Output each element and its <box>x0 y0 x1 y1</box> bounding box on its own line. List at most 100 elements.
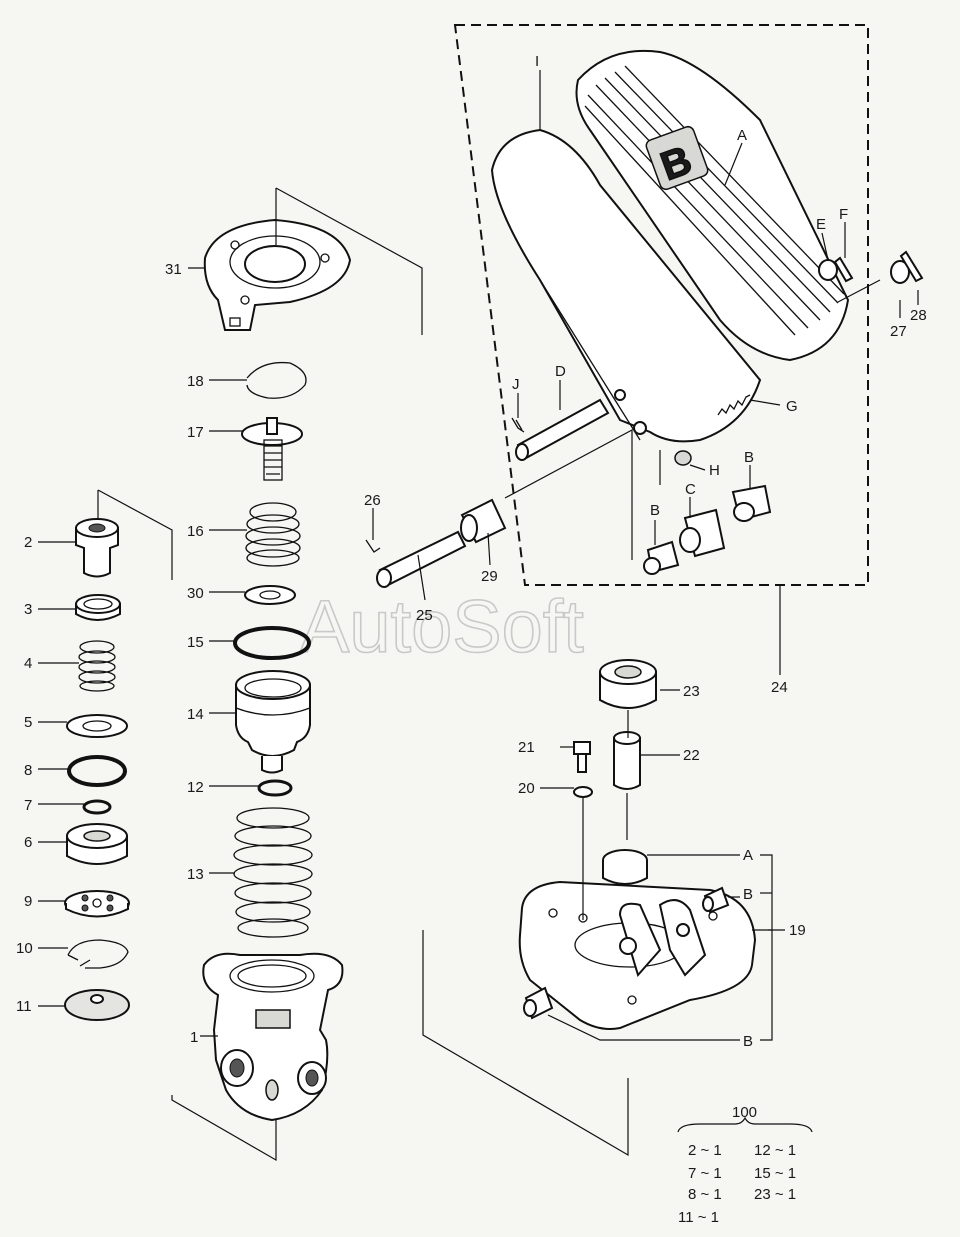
washer-5 <box>66 714 128 738</box>
label-27: 27 <box>890 323 907 340</box>
bolt-21 <box>573 741 591 773</box>
label-10: 10 <box>16 940 33 957</box>
label-d-pin: D <box>555 363 566 380</box>
kit-item-6: 23 ~ 1 <box>754 1186 796 1203</box>
label-a-pedal-pad: A <box>737 127 747 144</box>
label-6: 6 <box>24 834 32 851</box>
label-12: 12 <box>187 779 204 796</box>
label-25: 25 <box>416 607 433 624</box>
plunger-22 <box>613 731 641 790</box>
label-23: 23 <box>683 683 700 700</box>
bush-b-base-lower <box>523 986 554 1020</box>
spring-16 <box>245 502 301 567</box>
label-5: 5 <box>24 714 32 731</box>
label-8: 8 <box>24 762 32 779</box>
leader-lines <box>38 70 919 1162</box>
pin-f <box>833 256 854 283</box>
kit-item-3: 7 ~ 1 <box>688 1165 722 1182</box>
pedal-pad: B <box>575 49 850 362</box>
washer-30 <box>244 585 296 605</box>
kit-title: 100 <box>732 1104 757 1121</box>
o-ring-8 <box>67 755 127 787</box>
label-h-nut: H <box>709 462 720 479</box>
label-e-washer: E <box>816 216 826 233</box>
kit-item-2: 12 ~ 1 <box>754 1142 796 1159</box>
label-31: 31 <box>165 261 182 278</box>
pedal-lever <box>490 128 762 443</box>
snap-ring-10 <box>67 939 129 969</box>
label-16: 16 <box>187 523 204 540</box>
label-9: 9 <box>24 893 32 910</box>
label-i-lever: I <box>535 53 539 70</box>
bush-b-right <box>731 484 772 522</box>
o-ring-7 <box>82 799 112 815</box>
label-a-base: A <box>743 847 753 864</box>
label-f-pin: F <box>839 206 848 223</box>
pin-d <box>515 398 610 461</box>
label-b-bush-upper: B <box>744 449 754 466</box>
label-1: 1 <box>190 1029 198 1046</box>
label-2: 2 <box>24 534 32 551</box>
spring-g <box>717 394 751 416</box>
valve-seat-6 <box>66 823 128 865</box>
base-plate <box>518 849 757 1030</box>
label-g-spring: G <box>786 398 798 415</box>
bush-b-base-upper <box>702 886 730 914</box>
cotter-pin-26 <box>365 539 381 553</box>
nut-h <box>674 450 692 466</box>
label-b-base-lower: B <box>743 1033 753 1050</box>
pin-25 <box>376 530 467 588</box>
cover-plate-31 <box>203 218 352 331</box>
label-20: 20 <box>518 780 535 797</box>
label-11: 11 <box>16 998 32 1015</box>
rubber-23 <box>599 659 657 709</box>
filter-11 <box>64 989 130 1021</box>
kit-item-7: 11 ~ 1 <box>678 1209 719 1226</box>
label-30: 30 <box>187 585 204 602</box>
label-21: 21 <box>518 739 535 756</box>
piston-14 <box>235 670 311 774</box>
label-b-bush-left: B <box>650 502 660 519</box>
kit-item-1: 2 ~ 1 <box>688 1142 722 1159</box>
label-4: 4 <box>24 655 32 672</box>
spring-13 <box>233 807 313 938</box>
snap-ring-18 <box>246 361 307 399</box>
label-b-base-upper: B <box>743 886 753 903</box>
label-7: 7 <box>24 797 32 814</box>
kit-table: 100 2 ~ 1 12 ~ 1 7 ~ 1 15 ~ 1 8 ~ 1 23 ~… <box>677 1104 813 1226</box>
pin-28 <box>899 250 924 283</box>
retainer-17 <box>241 417 303 481</box>
bush-b-left <box>643 540 680 575</box>
valve-body-1 <box>202 952 344 1122</box>
washer-e <box>818 259 838 281</box>
label-j-cotter: J <box>512 376 520 393</box>
label-28: 28 <box>910 307 927 324</box>
pedal-assembly-dashed-frame <box>453 24 869 586</box>
label-24: 24 <box>771 679 788 696</box>
watermark: AutoSoft <box>300 585 584 668</box>
o-ring-12 <box>257 779 293 797</box>
kit-item-4: 15 ~ 1 <box>754 1165 796 1182</box>
label-19: 19 <box>789 922 806 939</box>
bush-29 <box>460 498 507 544</box>
label-29: 29 <box>481 568 498 585</box>
label-c-bush: C <box>685 481 696 498</box>
kit-item-5: 8 ~ 1 <box>688 1186 722 1203</box>
washer-27 <box>890 260 910 284</box>
label-18: 18 <box>187 373 204 390</box>
bush-c <box>679 508 726 558</box>
label-3: 3 <box>24 601 32 618</box>
sleeve-2 <box>75 518 119 578</box>
part-labels: 1 2 3 4 5 6 7 8 9 10 11 12 13 14 15 16 1… <box>16 53 927 1050</box>
valve-disc-9 <box>64 890 130 918</box>
label-13: 13 <box>187 866 204 883</box>
label-17: 17 <box>187 424 204 441</box>
label-15: 15 <box>187 634 204 651</box>
spring-4 <box>78 640 116 692</box>
lock-washer-20 <box>573 786 593 798</box>
o-ring-15 <box>233 626 311 660</box>
cotter-pin-j <box>511 417 525 433</box>
label-26: 26 <box>364 492 381 509</box>
seat-3 <box>75 594 121 621</box>
label-14: 14 <box>187 706 204 723</box>
